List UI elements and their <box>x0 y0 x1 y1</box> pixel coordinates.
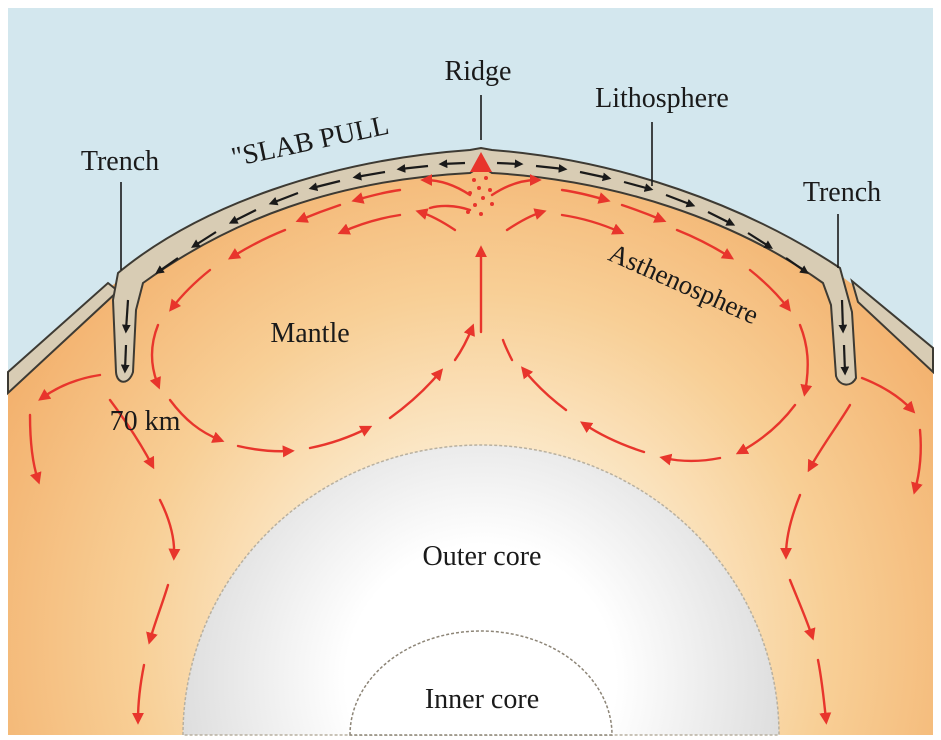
trench-right-label: Trench <box>803 177 881 208</box>
ridge-label: Ridge <box>445 56 512 87</box>
trench-left-label: Trench <box>81 146 159 177</box>
lithosphere-label: Lithosphere <box>595 83 729 114</box>
depth-70km-label: 70 km <box>110 406 181 437</box>
outer-core-label: Outer core <box>423 541 542 572</box>
inner-core-label: Inner core <box>425 684 539 715</box>
mantle-label: Mantle <box>270 318 349 349</box>
